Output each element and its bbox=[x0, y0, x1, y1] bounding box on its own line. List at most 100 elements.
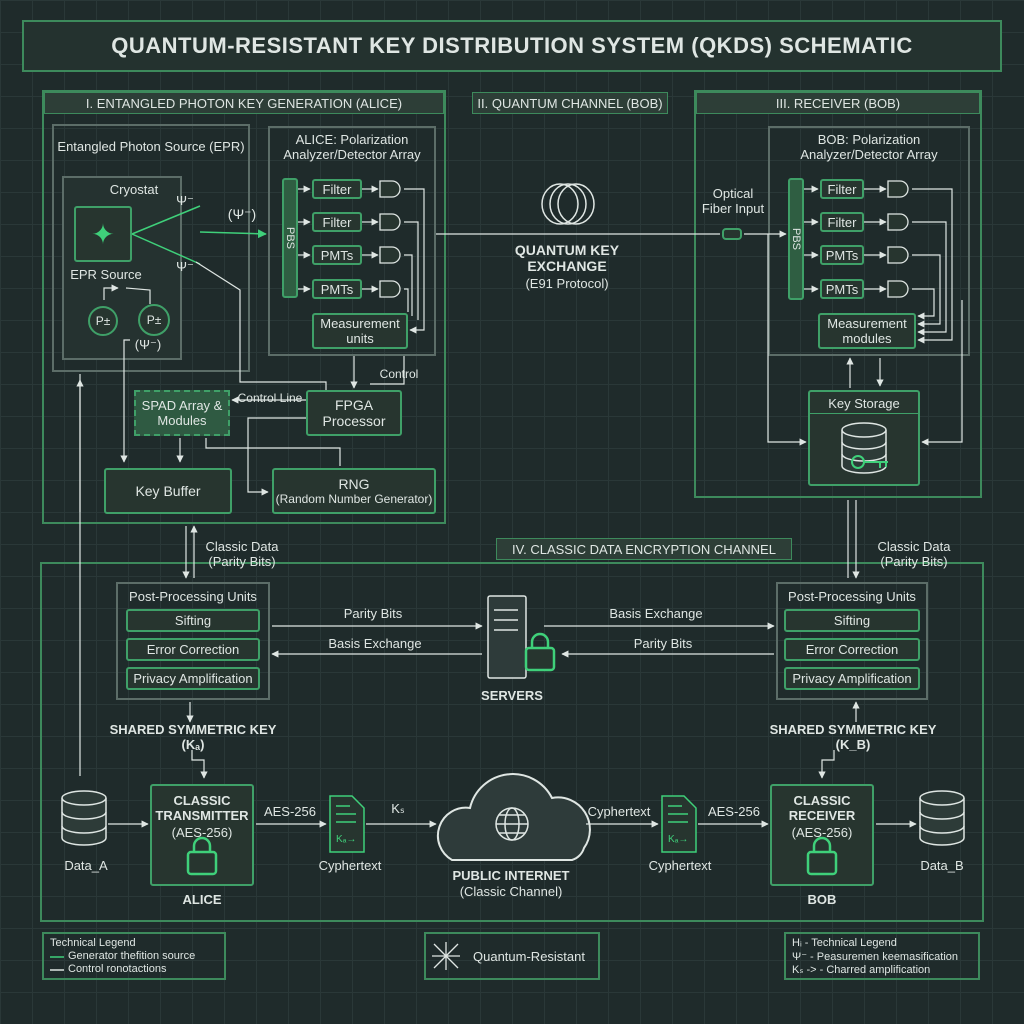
emitter-icon: ✦ bbox=[91, 218, 115, 250]
cyphertext-left-label: Cyphertext bbox=[318, 857, 382, 873]
legend-left-title: Technical Legend bbox=[50, 937, 136, 949]
legend-left-item-1: Generator thefition source bbox=[68, 950, 196, 962]
post-left-privacy-amplification[interactable]: Privacy Amplification bbox=[126, 667, 260, 690]
optical-fiber-input-label: Optical Fiber Input bbox=[701, 186, 765, 216]
legend-right-item-1: Hᵢ - Technical Legend bbox=[792, 937, 897, 949]
legend-mid-label: Quantum-Resistant bbox=[473, 948, 585, 964]
cyphertext-mid-label: Cyphertext bbox=[587, 803, 651, 819]
alice-pbs-label: PBS bbox=[284, 226, 296, 249]
control-line-label: Control Line bbox=[237, 391, 303, 405]
key-buffer[interactable]: Key Buffer bbox=[104, 468, 232, 514]
bob-row-2[interactable]: Filter bbox=[820, 212, 864, 232]
key-storage[interactable] bbox=[808, 390, 920, 486]
fiber-connector[interactable] bbox=[722, 228, 742, 240]
bob-row-4[interactable]: PMTs bbox=[820, 279, 864, 299]
bob-pbs-label: PBS bbox=[790, 227, 802, 250]
classic-data-links bbox=[182, 500, 860, 779]
basis-exchange-top-label: Basis Exchange bbox=[609, 605, 703, 621]
e91-protocol-label: (E91 Protocol) bbox=[525, 275, 609, 291]
key-storage-label: Key Storage bbox=[810, 394, 918, 414]
rng-block[interactable]: RNG (Random Number Generator) bbox=[272, 468, 436, 514]
parity-bits-bottom-label: Parity Bits bbox=[633, 635, 693, 651]
legend-mid bbox=[424, 932, 600, 980]
data-b-label: Data_B bbox=[920, 857, 964, 873]
bob-analyzer-title: BOB: Polarization Analyzer/Detector Arra… bbox=[800, 132, 938, 162]
public-internet-cloud-icon bbox=[436, 773, 591, 861]
alice-row-2[interactable]: Filter bbox=[312, 212, 362, 232]
bob-pbs-bar: PBS bbox=[788, 178, 804, 300]
ks-label: Kₛ bbox=[391, 801, 405, 816]
legend-left-lines bbox=[50, 956, 64, 971]
bob-row-3[interactable]: PMTs bbox=[820, 245, 864, 265]
polarizer-left[interactable]: P± bbox=[88, 306, 118, 336]
post-processing-right bbox=[776, 582, 928, 700]
server-icon bbox=[487, 595, 527, 679]
quantum-resistant-icon bbox=[432, 942, 460, 970]
receiver-title: CLASSIC RECEIVER bbox=[788, 793, 856, 823]
alice-analyzer-title: ALICE: Polarization Analyzer/Detector Ar… bbox=[283, 132, 421, 162]
legend-right-item-3: Kₛ -> - Charred amplification bbox=[792, 964, 931, 976]
psi-output-label: (Ψ⁻) bbox=[227, 205, 257, 222]
key-icon bbox=[851, 455, 888, 469]
section-channel-label: II. QUANTUM CHANNEL (BOB) bbox=[472, 92, 668, 114]
rng-subtitle: (Random Number Generator) bbox=[275, 492, 433, 506]
servers-label: SERVERS bbox=[481, 687, 543, 703]
polarizer-right[interactable]: P± bbox=[138, 304, 170, 336]
legend-left-item-2: Control ronotactions bbox=[68, 963, 167, 975]
alice-row-4[interactable]: PMTs bbox=[312, 279, 362, 299]
alice-analyzer-panel bbox=[268, 126, 436, 356]
bob-measurement-modules[interactable]: Measurement modules bbox=[818, 313, 916, 349]
bob-label: BOB bbox=[807, 891, 837, 907]
alice-row-3[interactable]: PMTs bbox=[312, 245, 362, 265]
section-alice-label: I. ENTANGLED PHOTON KEY GENERATION (ALIC… bbox=[44, 92, 444, 114]
post-right-sifting[interactable]: Sifting bbox=[784, 609, 920, 632]
legend-right bbox=[784, 932, 980, 980]
spad-array[interactable]: SPAD Array & Modules bbox=[134, 390, 230, 436]
globe-icon bbox=[495, 807, 529, 841]
data-b-database-icon bbox=[919, 790, 965, 846]
alice-row-1[interactable]: Filter bbox=[312, 179, 362, 199]
aes-left-label: AES-256 bbox=[263, 803, 317, 819]
legend-left bbox=[42, 932, 226, 980]
classic-data-left-label: Classic Data (Parity Bits) bbox=[205, 539, 279, 569]
alice-pbs-bar: PBS bbox=[282, 178, 298, 298]
section-receiver-label: III. RECEIVER (BOB) bbox=[696, 92, 980, 114]
alice-measurement-units[interactable]: Measurement units bbox=[312, 313, 408, 349]
transmitter-lock-icon bbox=[186, 836, 218, 876]
classic-data-right-label: Classic Data (Parity Bits) bbox=[877, 539, 951, 569]
data-a-database-icon bbox=[61, 790, 107, 846]
post-right-privacy-amplification[interactable]: Privacy Amplification bbox=[784, 667, 920, 690]
alice-detector-gates bbox=[379, 180, 401, 298]
cryostat-label: Cryostat bbox=[109, 181, 159, 197]
server-lock-icon bbox=[524, 632, 556, 672]
epr-beams bbox=[131, 205, 267, 265]
doc-key-left: Kₐ→ bbox=[336, 834, 356, 845]
receiver-lock-icon bbox=[806, 836, 838, 876]
internet-title: PUBLIC INTERNET bbox=[452, 867, 570, 883]
post-left-title: Post-Processing Units bbox=[129, 588, 257, 604]
post-right-title: Post-Processing Units bbox=[788, 588, 916, 604]
post-left-sifting[interactable]: Sifting bbox=[126, 609, 260, 632]
data-a-label: Data_A bbox=[64, 857, 108, 873]
receiver-subtitle: (AES-256) bbox=[791, 824, 853, 840]
transmitter-title: CLASSIC TRANSMITTER bbox=[155, 793, 249, 823]
epr-source-panel bbox=[52, 124, 250, 372]
bob-row-1[interactable]: Filter bbox=[820, 179, 864, 199]
aes-right-label: AES-256 bbox=[707, 803, 761, 819]
epr-source-label: EPR Source bbox=[70, 266, 142, 282]
qke-text: QUANTUM KEY EXCHANGE bbox=[514, 242, 620, 274]
post-right-error-correction[interactable]: Error Correction bbox=[784, 638, 920, 661]
alice-label: ALICE bbox=[182, 891, 222, 907]
post-left-error-correction[interactable]: Error Correction bbox=[126, 638, 260, 661]
fpga-processor[interactable]: FPGA Processor bbox=[306, 390, 402, 436]
legend-right-item-2: Ψ⁻ - Peasuremen keemasification bbox=[792, 951, 959, 963]
bob-analyzer-wiring bbox=[767, 185, 963, 446]
epr-wiring bbox=[76, 261, 405, 776]
post-processing-left bbox=[116, 582, 270, 700]
bob-detector-gates bbox=[887, 180, 909, 298]
cyphertext-doc-left-icon bbox=[329, 795, 365, 853]
alice-analyzer-wiring bbox=[298, 185, 425, 334]
page-title: QUANTUM-RESISTANT KEY DISTRIBUTION SYSTE… bbox=[22, 20, 1002, 72]
doc-key-right: Kₐ→ bbox=[668, 834, 688, 845]
psi-lower-label: Ψ⁻ bbox=[176, 259, 194, 274]
